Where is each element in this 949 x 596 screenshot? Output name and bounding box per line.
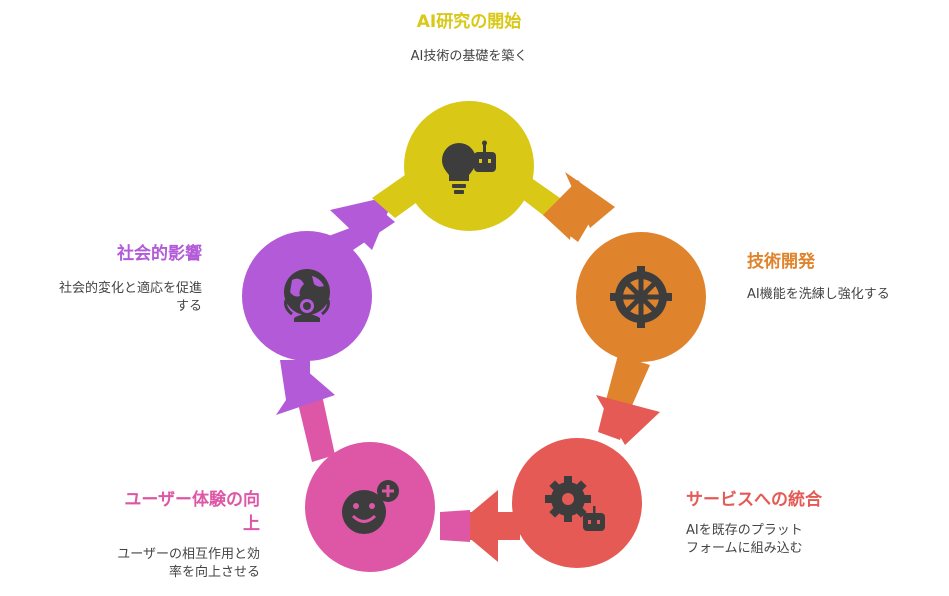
step-desc: 社会的変化と適応を促進 する (10, 280, 202, 316)
step-label-3: サービスへの統合 AIを既存のプラット フォームに組み込む (686, 488, 906, 558)
step-label-5: 社会的影響 社会的変化と適応を促進 する (10, 242, 202, 316)
step-node-5 (242, 231, 372, 361)
step-label-4: ユーザー体験の向 上 ユーザーの相互作用と効 率を向上させる (60, 488, 260, 582)
step-desc: ユーザーの相互作用と効 率を向上させる (60, 546, 260, 582)
step-desc: AI機能を洗練し強化する (747, 287, 890, 302)
step-desc-line: する (175, 299, 202, 314)
gear-wheel-icon (610, 266, 672, 328)
step-node-3 (512, 438, 642, 568)
step-title: ユーザー体験の向 上 (60, 488, 260, 536)
step-desc: AI技術の基礎を築く (410, 49, 528, 64)
globe-person-icon (284, 269, 330, 322)
step-title-line: 上 (243, 514, 260, 534)
step-desc-line: 社会的変化と適応を促進 (58, 281, 202, 296)
step-node-2 (576, 232, 706, 362)
step-title: 技術開発 (747, 252, 815, 272)
step-label-2: 技術開発 AI機能を洗練し強化する (747, 250, 937, 304)
step-desc-line: AIを既存のプラット (686, 523, 803, 538)
arrow-step3-to-step4 (440, 490, 520, 562)
step-label-1: AI研究の開始 AI技術の基礎を築く (369, 10, 569, 66)
step-title: AI研究の開始 (416, 12, 522, 32)
smiley-plus-icon (342, 480, 399, 534)
step-title: サービスへの統合 (686, 490, 822, 510)
arrow-step4-to-step5 (276, 360, 335, 462)
lightbulb-robot-icon (442, 140, 496, 194)
step-desc-line: 率を向上させる (168, 565, 260, 580)
step-node-4 (305, 442, 435, 572)
arrow-step2-to-step3 (596, 355, 660, 445)
gear-robot-icon (545, 476, 605, 531)
step-desc-line: フォームに組み込む (686, 541, 803, 556)
step-title: 社会的影響 (117, 244, 202, 264)
step-desc: AIを既存のプラット フォームに組み込む (686, 522, 906, 558)
step-title-line: ユーザー体験の向 (124, 490, 260, 510)
step-desc-line: ユーザーの相互作用と効 (117, 547, 260, 562)
step-node-1 (404, 101, 534, 231)
